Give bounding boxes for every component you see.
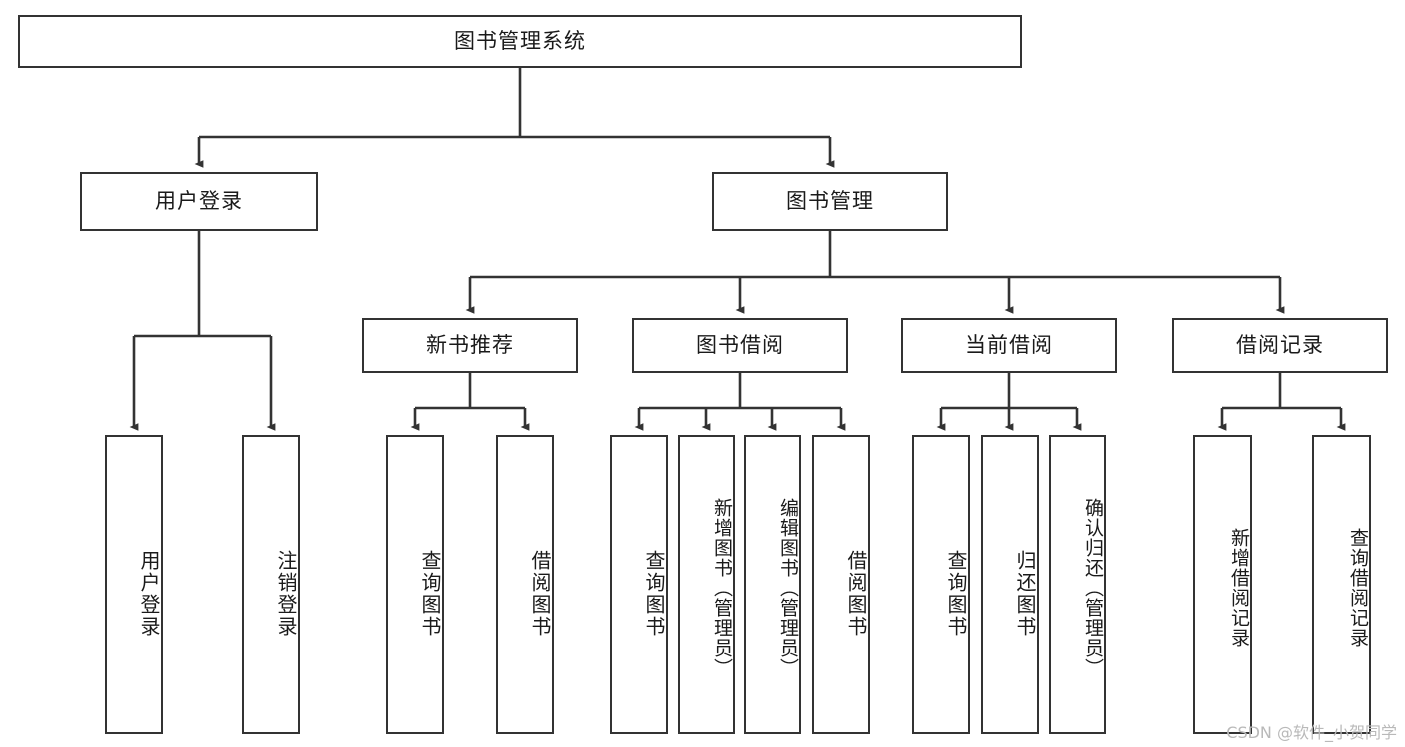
leaf-query-book-new-recommend[interactable]: 查询图书 <box>386 435 444 734</box>
node-label: 当前借阅 <box>965 332 1053 357</box>
node-label: 借阅记录 <box>1236 332 1324 357</box>
node-book-borrow[interactable]: 图书借阅 <box>632 318 848 373</box>
node-label: 借阅图书 <box>844 549 868 638</box>
node-label: 查询图书 <box>418 549 442 638</box>
node-label: 新书推荐 <box>426 332 514 357</box>
leaf-query-book-borrow[interactable]: 查询图书 <box>610 435 668 734</box>
node-label: 图书管理系统 <box>454 28 586 53</box>
node-label: 查询借阅记录 <box>1347 527 1369 648</box>
node-book-management[interactable]: 图书管理 <box>712 172 948 231</box>
node-label: 新增图书（管理员） <box>711 497 733 678</box>
node-label: 归还图书 <box>1013 549 1037 638</box>
leaf-borrow-book-new-recommend[interactable]: 借阅图书 <box>496 435 554 734</box>
leaf-edit-book-admin[interactable]: 编辑图书（管理员） <box>744 435 801 734</box>
node-label: 注销登录 <box>274 549 298 638</box>
watermark-text: CSDN @软件_小贺同学 <box>1226 723 1397 742</box>
node-label: 新增借阅记录 <box>1228 527 1250 648</box>
leaf-confirm-return-admin[interactable]: 确认归还（管理员） <box>1049 435 1106 734</box>
leaf-add-book-admin[interactable]: 新增图书（管理员） <box>678 435 735 734</box>
node-label: 用户登录 <box>155 188 243 213</box>
node-label: 查询图书 <box>944 549 968 638</box>
leaf-user-login[interactable]: 用户登录 <box>105 435 163 734</box>
node-label: 借阅图书 <box>528 549 552 638</box>
leaf-query-borrow-record[interactable]: 查询借阅记录 <box>1312 435 1371 734</box>
leaf-borrow-book-borrow[interactable]: 借阅图书 <box>812 435 870 734</box>
leaf-logout-login[interactable]: 注销登录 <box>242 435 300 734</box>
node-current-borrow[interactable]: 当前借阅 <box>901 318 1117 373</box>
node-user-login[interactable]: 用户登录 <box>80 172 318 231</box>
node-label: 查询图书 <box>642 549 666 638</box>
node-borrow-record[interactable]: 借阅记录 <box>1172 318 1388 373</box>
node-label: 编辑图书（管理员） <box>777 497 799 678</box>
leaf-return-book[interactable]: 归还图书 <box>981 435 1039 734</box>
node-root-book-management-system[interactable]: 图书管理系统 <box>18 15 1022 68</box>
node-label: 图书借阅 <box>696 332 784 357</box>
leaf-query-book-current[interactable]: 查询图书 <box>912 435 970 734</box>
node-new-book-recommend[interactable]: 新书推荐 <box>362 318 578 373</box>
node-label: 图书管理 <box>786 188 874 213</box>
node-label: 用户登录 <box>137 549 161 638</box>
leaf-add-borrow-record[interactable]: 新增借阅记录 <box>1193 435 1252 734</box>
node-label: 确认归还（管理员） <box>1082 497 1104 678</box>
